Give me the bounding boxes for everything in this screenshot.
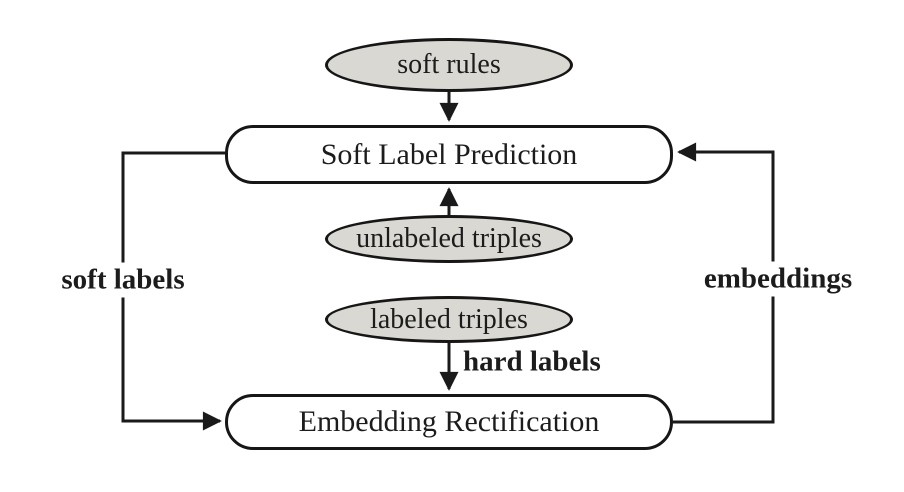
node-soft-rules: soft rules bbox=[325, 38, 573, 92]
node-soft-label-prediction-label: Soft Label Prediction bbox=[320, 137, 578, 171]
node-soft-label-prediction: Soft Label Prediction bbox=[225, 125, 673, 184]
node-labeled-triples: labeled triples bbox=[325, 296, 573, 343]
node-unlabeled-triples: unlabeled triples bbox=[325, 215, 573, 263]
node-soft-rules-label: soft rules bbox=[397, 49, 501, 80]
node-unlabeled-triples-label: unlabeled triples bbox=[356, 223, 542, 254]
node-embedding-rectification-label: Embedding Rectification bbox=[298, 405, 600, 438]
edge-label-embeddings: embeddings bbox=[698, 261, 858, 297]
node-embedding-rectification: Embedding Rectification bbox=[225, 394, 673, 450]
edge-label-hard-labels: hard labels bbox=[461, 345, 603, 378]
edge-label-soft-labels: soft labels bbox=[56, 262, 190, 298]
node-labeled-triples-label: labeled triples bbox=[370, 303, 528, 335]
